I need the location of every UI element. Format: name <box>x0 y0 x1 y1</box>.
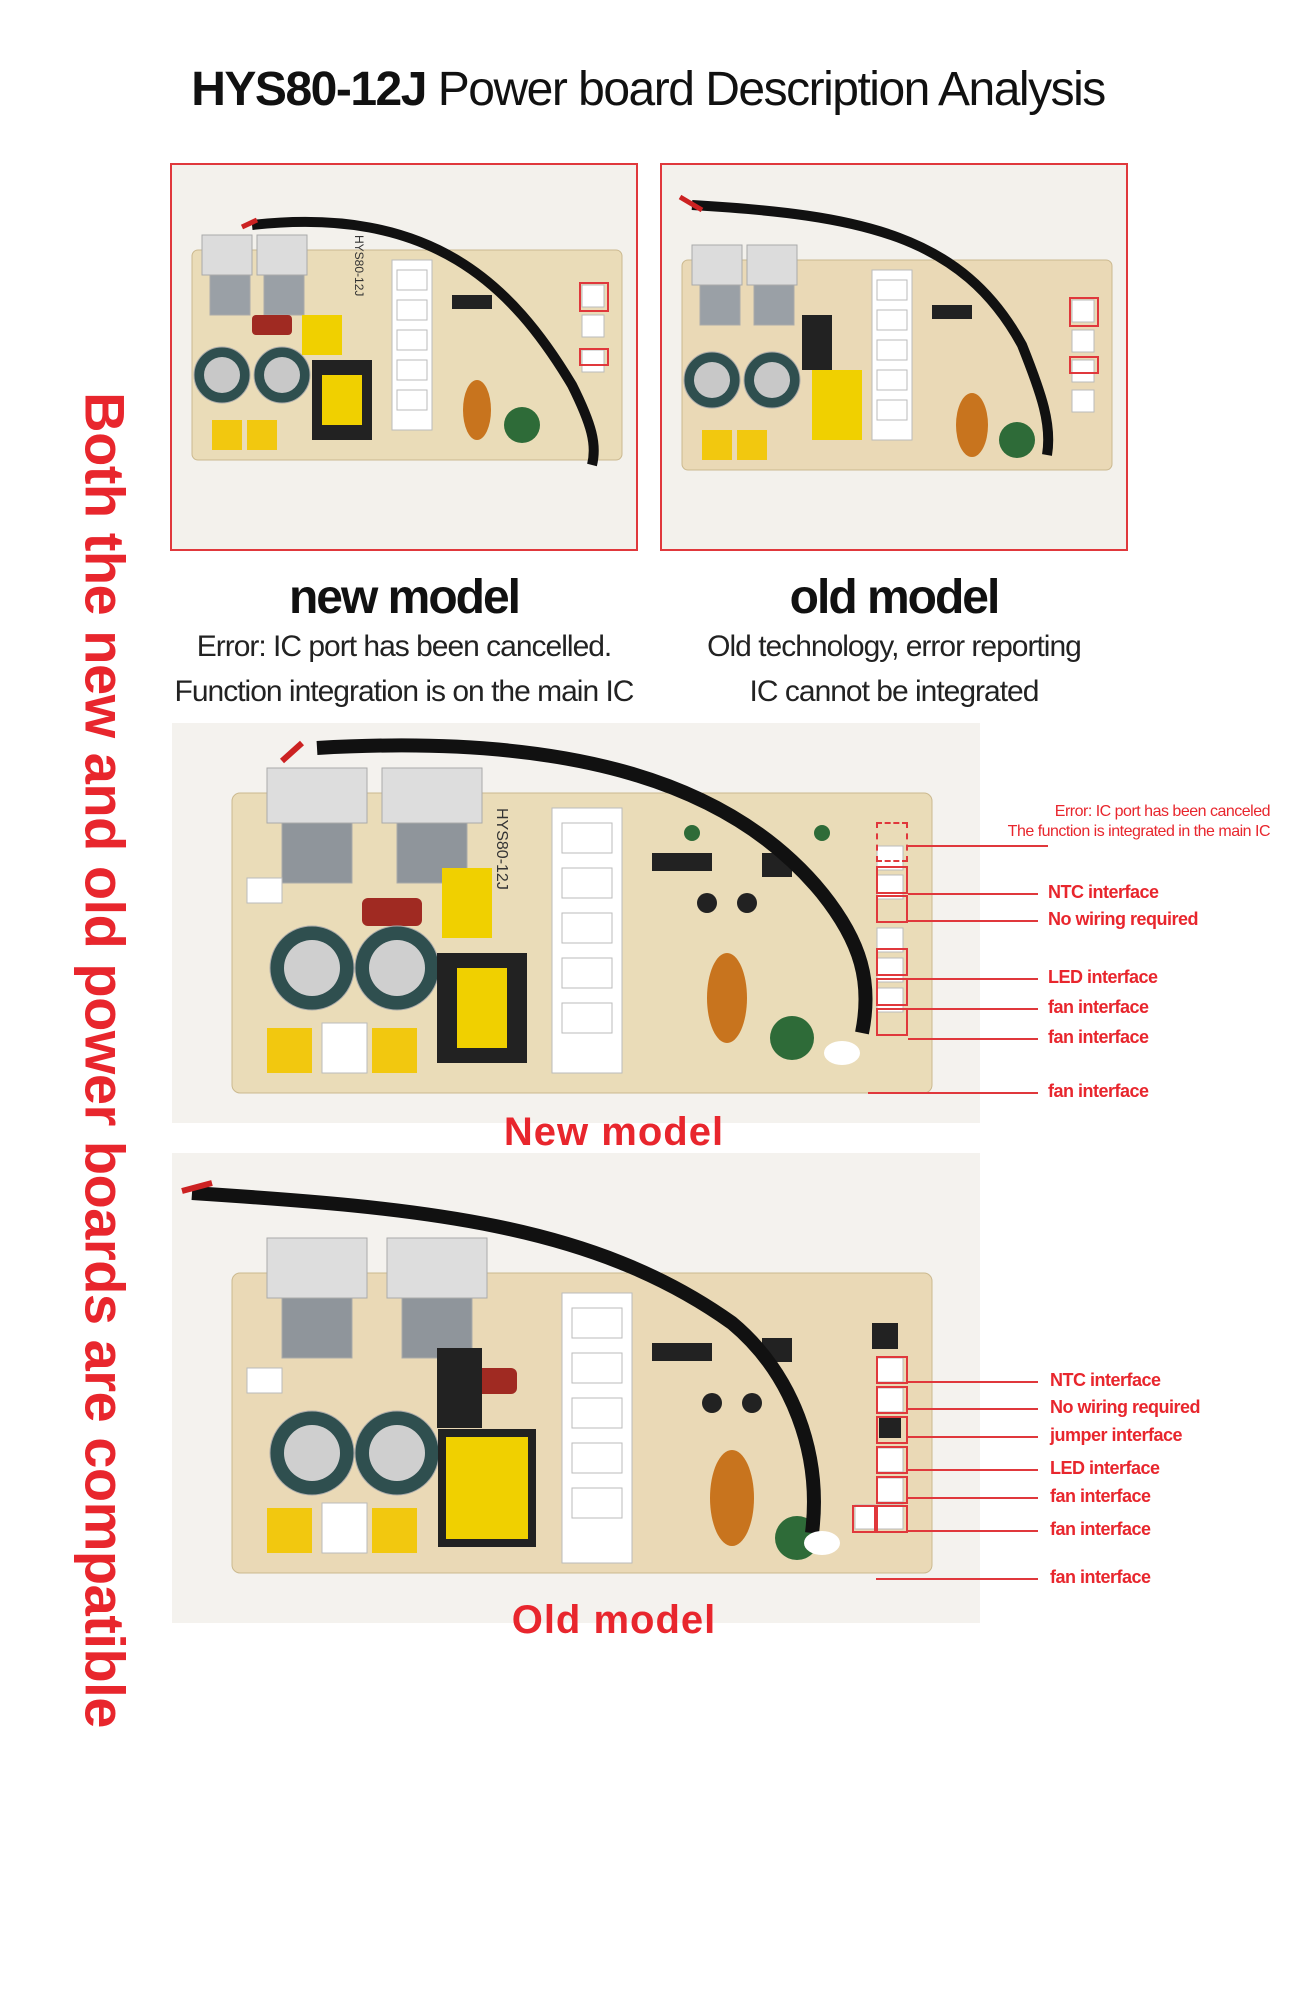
leader-ntc <box>908 893 1038 895</box>
new-anno-no-wiring: No wiring required <box>1048 909 1199 929</box>
box-led <box>876 948 908 976</box>
old-model-desc-2: IC cannot be integrated <box>749 675 1040 708</box>
board-marking-text: HYS80-12J <box>493 808 510 890</box>
box-no-wiring <box>876 895 908 923</box>
old-anno-no-wiring: No wiring required <box>1050 1397 1201 1417</box>
old-anno-jumper: jumper interface <box>1050 1425 1183 1445</box>
new-anno-ntc: NTC interface <box>1048 882 1159 902</box>
old-box-fan-1 <box>876 1476 908 1504</box>
old-model-label: Old model <box>511 1598 717 1642</box>
old-box-led <box>876 1446 908 1474</box>
old-anno-fan-2: fan interface <box>1050 1519 1151 1539</box>
old-anno-ntc: NTC interface <box>1050 1370 1161 1390</box>
photo-new-model-detail: HYS80-12J <box>172 723 980 1123</box>
box-ic-port <box>876 822 908 862</box>
new-model-heading: new model <box>288 571 521 624</box>
old-anno-fan-3: fan interface <box>1050 1567 1151 1587</box>
old-leader-ntc <box>908 1381 1038 1383</box>
new-anno-fan-2: fan interface <box>1048 1027 1149 1047</box>
old-model-heading: old model <box>789 571 1001 624</box>
old-box-fan-2 <box>876 1505 908 1533</box>
old-box-ntc <box>876 1356 908 1384</box>
photo-old-model-thumb <box>660 163 1128 551</box>
old-leader-fan-1 <box>908 1497 1038 1499</box>
leader-fan-1 <box>908 1008 1038 1010</box>
new-anno-led: LED interface <box>1048 967 1158 987</box>
old-box-jumper <box>876 1416 908 1444</box>
old-leader-fan-3 <box>876 1578 1038 1580</box>
board-illustration: HYS80-12J <box>172 723 980 1123</box>
board-illustration <box>662 165 1126 549</box>
old-box-no-wiring <box>876 1386 908 1414</box>
new-anno-fan-3: fan interface <box>1048 1081 1149 1101</box>
leader-led <box>908 978 1038 980</box>
old-leader-fan-2 <box>908 1530 1038 1532</box>
old-leader-no-wiring <box>908 1408 1038 1410</box>
box-fan-2 <box>876 1008 908 1036</box>
board-illustration <box>172 1153 980 1623</box>
board-illustration: HYS80-12J <box>172 165 636 549</box>
old-model-desc-1: Old technology, error reporting <box>707 630 1082 663</box>
ic-port-note: Error: IC port has been canceled The fun… <box>970 802 1271 842</box>
leader-fan-3 <box>868 1092 1038 1094</box>
new-anno-fan-1: fan interface <box>1048 997 1149 1017</box>
leader-no-wiring <box>908 920 1038 922</box>
photo-new-model-thumb: HYS80-12J <box>170 163 638 551</box>
box-ntc <box>876 866 908 894</box>
side-banner: Both the new and old power boards are co… <box>50 392 160 1728</box>
box-fan-1 <box>876 978 908 1006</box>
old-leader-led <box>908 1469 1038 1471</box>
new-model-desc-1: Error: IC port has been cancelled. <box>196 630 613 663</box>
old-anno-led: LED interface <box>1050 1458 1160 1478</box>
leader-fan-2 <box>908 1038 1038 1040</box>
leader-ic-port <box>908 845 1048 847</box>
new-model-label: New model <box>503 1110 725 1154</box>
side-banner-text: Both the new and old power boards are co… <box>73 392 137 1728</box>
title-text: Power board Description Analysis <box>425 63 1107 116</box>
old-box-fan-3 <box>852 1505 876 1533</box>
new-model-desc-2: Function integration is on the main IC <box>174 675 635 708</box>
photo-old-model-detail <box>172 1153 980 1623</box>
old-anno-fan-1: fan interface <box>1050 1486 1151 1506</box>
ic-port-note-line2: The function is integrated in the main I… <box>1007 823 1271 840</box>
title-model: HYS80-12J <box>191 63 427 116</box>
ic-port-note-line1: Error: IC port has been canceled <box>1054 803 1271 820</box>
old-leader-jumper <box>908 1436 1038 1438</box>
board-marking-text: HYS80-12J <box>352 235 366 296</box>
page-title: HYS80-12J Power board Description Analys… <box>0 62 1296 117</box>
